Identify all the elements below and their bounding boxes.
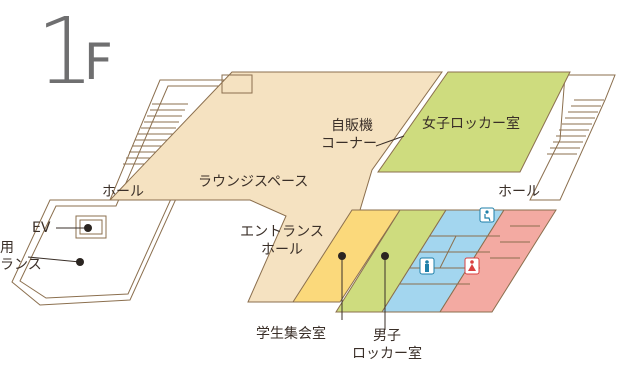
markers (76, 224, 389, 266)
label-lounge: ラウンジスペース (198, 174, 309, 190)
label-vending-1: 自販機 (331, 118, 373, 134)
lounge-area (108, 71, 443, 303)
label-hall-left: ホール (102, 184, 144, 200)
label-entrance-2: ホール (261, 242, 303, 258)
label-ev: EV (32, 220, 51, 236)
label-vending-2: コーナー (321, 136, 377, 152)
label-entrance-1: エントランス (240, 224, 324, 240)
label-mens-locker-1: 男子 (373, 328, 401, 344)
right-stairs (547, 99, 604, 155)
label-student-hall: 学生集会室 (256, 326, 326, 342)
womens-restroom-icon (464, 257, 480, 275)
label-womens-locker: 女子ロッカー室 (422, 116, 520, 132)
label-side-entrance-2: ランス (0, 257, 42, 273)
womens-restroom-area (439, 209, 557, 313)
lounge-pillar (221, 74, 253, 94)
label-side-entrance-1: 用 (0, 240, 14, 256)
floor-suffix: F (84, 33, 113, 91)
student-hall-area (292, 209, 401, 303)
womens-locker-area (377, 71, 571, 173)
restroom-partitions (400, 225, 540, 285)
label-mens-locker-2: ロッカー室 (352, 346, 422, 362)
leader-lines (27, 135, 405, 330)
accessible-restroom-icon (479, 207, 495, 223)
floor-number: 1 (36, 0, 95, 105)
mens-restroom-icon (419, 257, 435, 275)
elevator-box-inner (79, 219, 103, 235)
label-hall-right: ホール (498, 184, 540, 200)
